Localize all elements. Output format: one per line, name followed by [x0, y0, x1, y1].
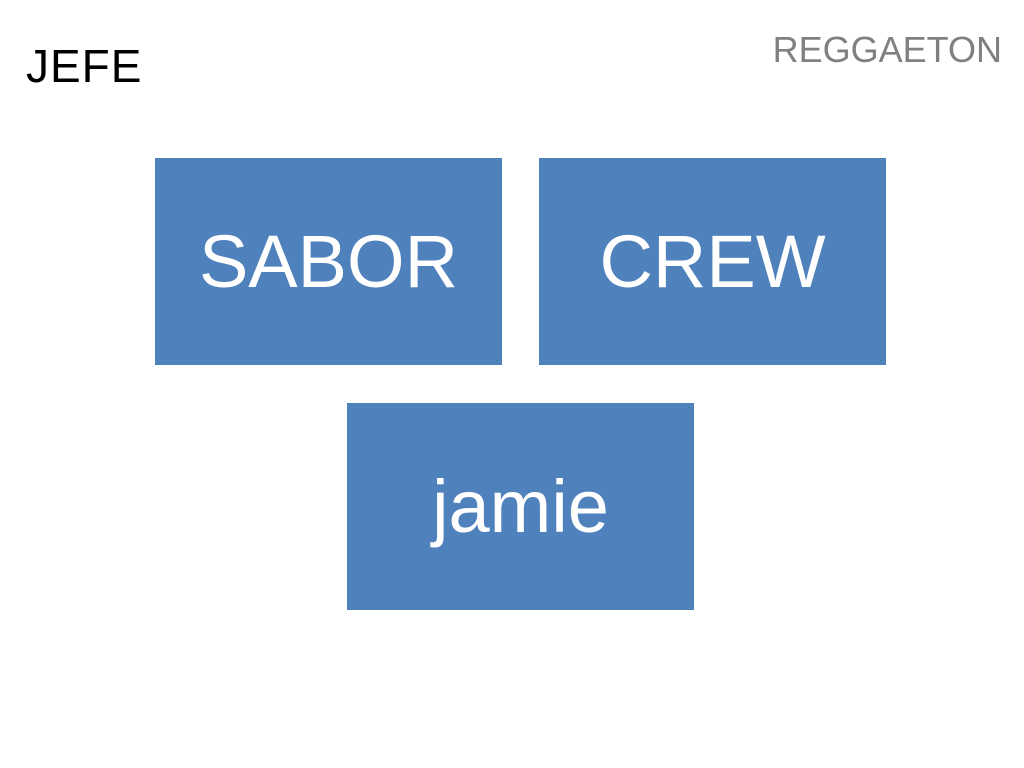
box-jamie: jamie: [347, 403, 694, 610]
slide-subtitle: REGGAETON: [772, 29, 1002, 70]
box-label: jamie: [432, 464, 609, 548]
box-sabor: SABOR: [155, 158, 502, 365]
box-label: SABOR: [198, 219, 459, 303]
slide-title: JEFE: [26, 40, 143, 92]
box-crew: CREW: [539, 158, 886, 365]
box-label: CREW: [599, 219, 826, 303]
